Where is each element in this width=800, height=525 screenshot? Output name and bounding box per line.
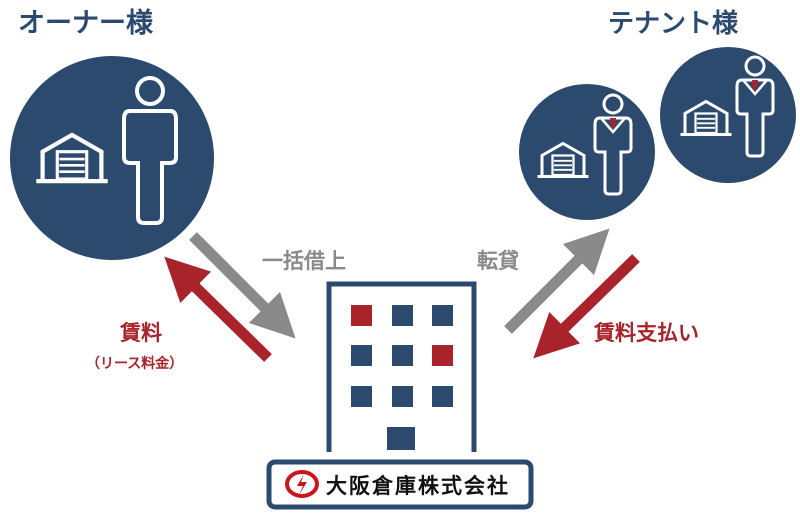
- company-emblem-icon: [285, 470, 319, 498]
- rent-payment-arrow: [533, 254, 640, 359]
- rent-payment-label: 賃料支払い: [593, 321, 699, 345]
- tenant-circle-back: [660, 47, 796, 183]
- tenant-label: テナント様: [608, 8, 739, 39]
- rent-note-label: （リース料金）: [86, 355, 183, 372]
- tenant-circle-front: [519, 84, 655, 220]
- rent-arrow: [164, 256, 272, 362]
- owner-label: オーナー様: [18, 8, 154, 39]
- owner-circle: [10, 56, 214, 260]
- sublease-label: 転貸: [477, 249, 519, 273]
- rent-label: 賃料: [119, 321, 162, 345]
- master-lease-arrow: [189, 232, 296, 339]
- master-lease-label: 一括借上: [262, 249, 346, 273]
- building-icon: [326, 281, 477, 452]
- company-name: 大阪倉庫株式会社: [326, 474, 510, 498]
- company-logo-box: 大阪倉庫株式会社: [266, 459, 534, 510]
- sublease-arrow: [504, 228, 610, 334]
